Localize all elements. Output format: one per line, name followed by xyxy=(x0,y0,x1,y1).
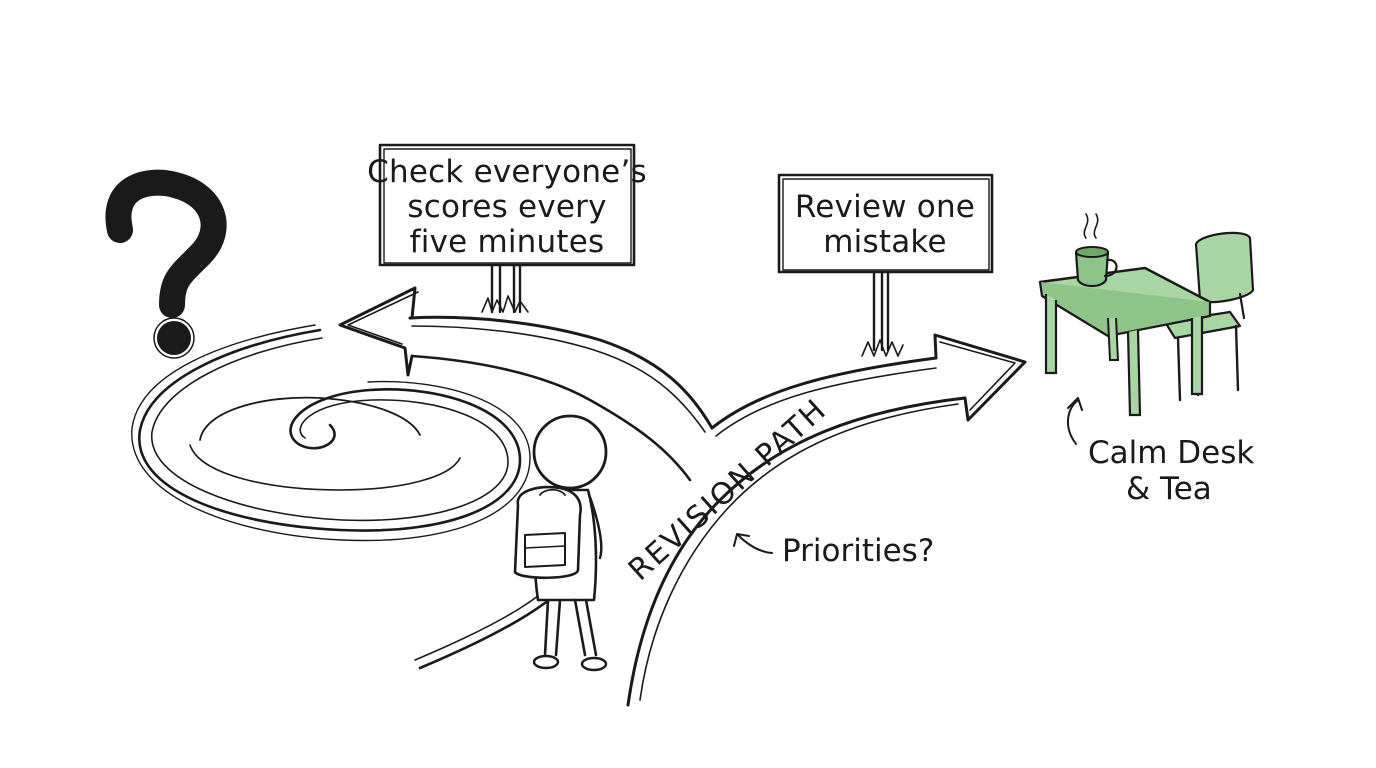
spiral-icon xyxy=(131,324,531,542)
sign-left-line-3: five minutes xyxy=(410,224,605,260)
right-arrow-head xyxy=(933,333,1027,422)
priorities-annotation: Priorities? xyxy=(733,533,934,569)
sign-left-line-2: scores every xyxy=(407,189,606,225)
student-icon xyxy=(513,414,608,672)
desk-icon xyxy=(1038,231,1255,417)
sign-right: Review one mistake xyxy=(777,173,994,357)
sign-left: Check everyone’s scores every five minut… xyxy=(367,143,647,314)
calm-desk-label-line-2: & Tea xyxy=(1126,471,1212,507)
left-arrow-head xyxy=(338,286,419,377)
calm-desk-annotation: Calm Desk & Tea xyxy=(1067,397,1254,507)
question-mark-icon xyxy=(105,169,227,359)
sign-right-line-1: Review one xyxy=(795,189,975,225)
sign-left-line-1: Check everyone’s xyxy=(367,154,647,190)
calm-desk-label-line-1: Calm Desk xyxy=(1088,435,1254,471)
priorities-label: Priorities? xyxy=(782,533,934,569)
sign-right-line-2: mistake xyxy=(823,224,946,260)
tea-cup-icon xyxy=(1074,213,1118,288)
